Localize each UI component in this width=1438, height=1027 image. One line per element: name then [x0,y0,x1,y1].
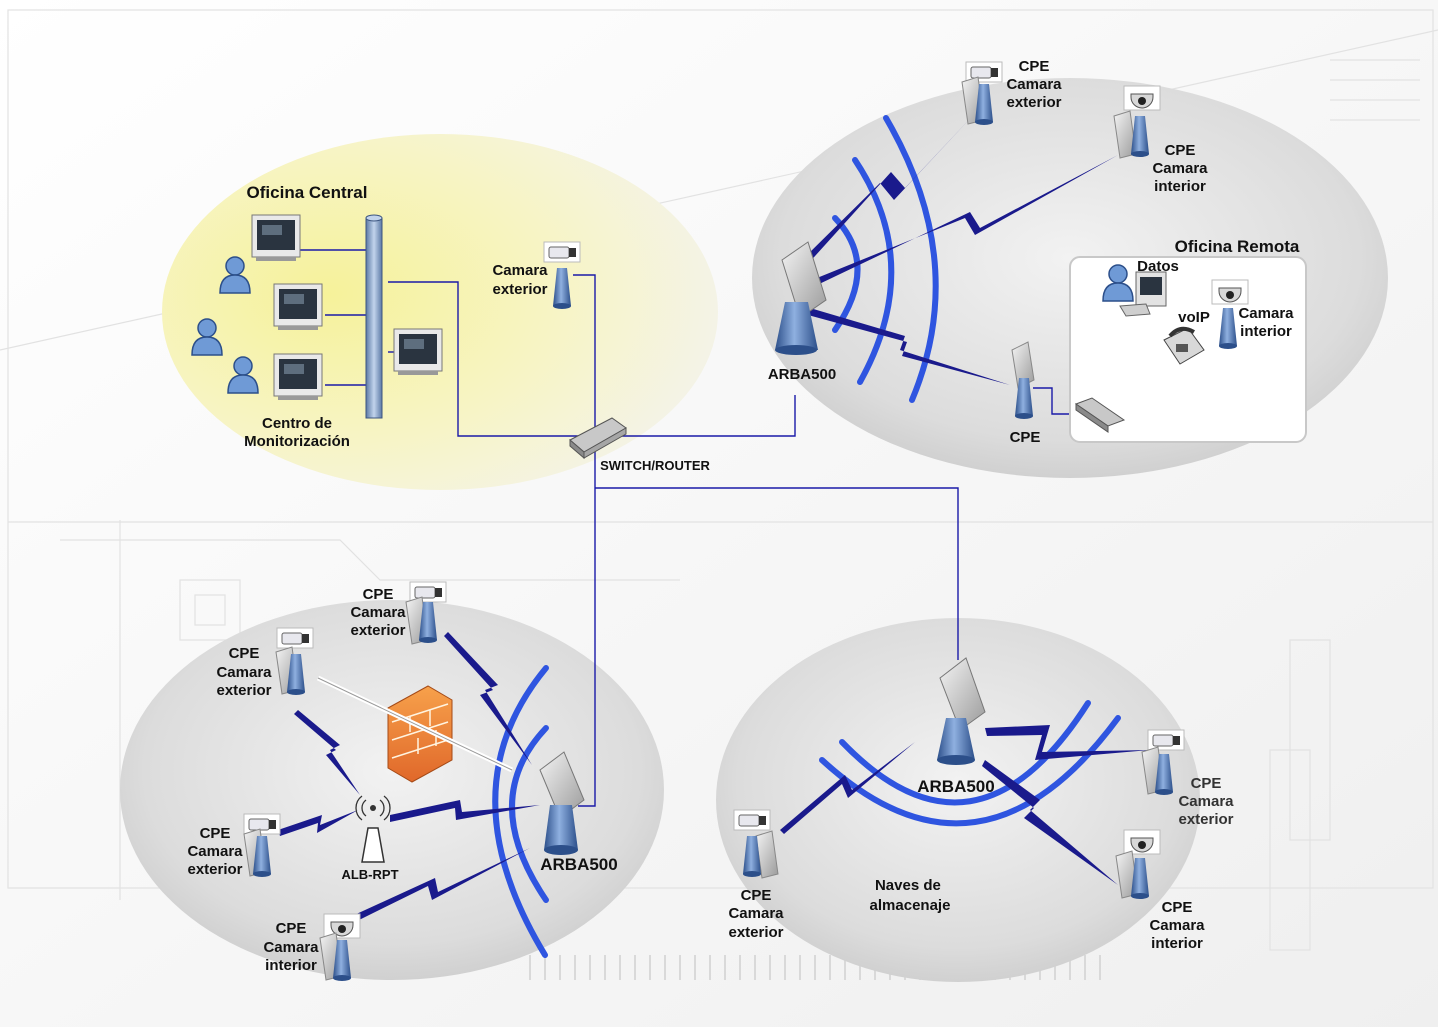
remote-office-title: Oficina Remota [1175,237,1300,256]
cpe-label-line3: exterior [187,861,242,878]
cpe-label: CPE Camara interior [1149,899,1205,952]
base-station-arba500-warehouse [937,657,986,765]
warehouse-title: Naves de almacenaje [870,877,951,914]
arba500-south-west-label: ARBA500 [540,855,617,874]
remote-switch-icon [1074,397,1126,433]
remote-cpe-label: CPE [1010,429,1041,446]
base-station-arba500-north [775,241,827,355]
cpe-label-line1: CPE [229,645,260,662]
cpe-label: CPE Camara exterior [1006,58,1062,111]
monitor-icon [251,214,301,262]
cpe-label: CPE Camara exterior [216,645,272,699]
repeater-label: ALB-RPT [341,867,398,882]
wired-links [300,249,1229,807]
central-office-zone [162,134,718,490]
base-station-arba500-south-west [539,751,585,855]
cpe-label-line1: CPE [200,825,231,842]
cpe-label-line3: interior [265,957,317,974]
cpe-label-line2: Camara [216,664,272,681]
arba500-north-label: ARBA500 [768,366,836,383]
central-office-title: Oficina Central [247,183,368,202]
cpe-label-line1: CPE [1191,775,1222,792]
south-west-site-zone [120,600,664,980]
cpe-label-line1: CPE [363,586,394,603]
switch-router-icon [569,417,627,460]
cpe-label-line3: exterior [1006,94,1061,111]
dome-camera-icon [1211,279,1249,305]
cpe-label-line2: Camara [1178,793,1234,810]
cpe-label-line2: Camara [350,604,406,621]
cpe-label: CPE Camara exterior [1178,775,1234,828]
central-camera-label-line1: Camara [492,262,548,279]
voip-phone-icon [1163,326,1205,365]
arba500-warehouse-label: ARBA500 [917,777,994,796]
monitoring-center-label-line2: Monitorización [244,433,350,450]
cpe-label: CPE Camara interior [1152,142,1208,195]
radio-waves [492,115,1121,958]
cpe-label: CPE Camara exterior [187,825,243,878]
switch-router-label: SWITCH/ROUTER [600,458,710,473]
wireless-links [278,108,1150,922]
monitor-icon [273,353,323,401]
monitoring-center-label-line1: Centro de [262,415,332,432]
warehouse-title-line2: almacenaje [870,897,951,914]
cpe-label-line1: CPE [1019,58,1050,75]
exterior-camera-icon [543,241,581,263]
warehouse-title-line1: Naves de [875,877,941,894]
voip-label: voIP [1178,309,1210,326]
monitor-icon [273,283,323,331]
remote-cpe-icon [1011,341,1035,419]
cpe-label-line2: Camara [187,843,243,860]
cpe-label: CPE Camara exterior [728,887,784,941]
cpe-label-line1: CPE [741,887,772,904]
cpe-label-line2: Camara [1149,917,1205,934]
cpe-label-line2: Camara [1152,160,1208,177]
cpe-label-line1: CPE [1165,142,1196,159]
cpe-label-line3: exterior [1178,811,1233,828]
cpe-label-line2: Camara [263,939,319,956]
blocked-link-edge [317,677,513,771]
repeater-icon [355,795,391,863]
computer-icon [1119,271,1167,317]
cpe-label-line1: CPE [1162,899,1193,916]
cpe-label-line3: interior [1151,935,1203,952]
cpe-label-line3: exterior [216,682,271,699]
cpe-label: CPE Camara interior [263,920,319,974]
monitor-icon [393,328,443,376]
cpe-label-line2: Camara [1006,76,1062,93]
cpe-label-line1: CPE [276,920,307,937]
cpe-label-line3: exterior [350,622,405,639]
cpe-label-line2: Camara [728,905,784,922]
remote-camera-label-line2: interior [1240,323,1292,340]
cpe-label: CPE Camara exterior [350,586,406,639]
remote-camera-label-line1: Camara [1238,305,1294,322]
backbone-pipe [365,214,383,419]
cpe-label-line3: exterior [728,924,783,941]
cpe-label-line3: interior [1154,178,1206,195]
datos-label: Datos [1137,258,1179,275]
central-camera-label-line2: exterior [492,281,547,298]
